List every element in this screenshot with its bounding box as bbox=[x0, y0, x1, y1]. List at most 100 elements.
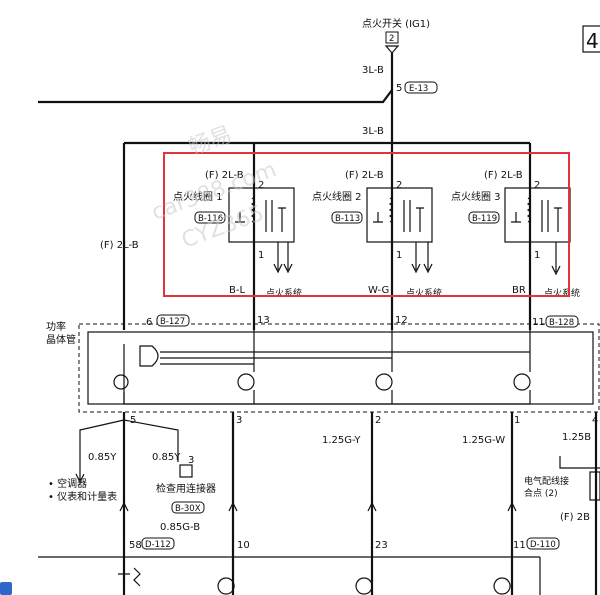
junction-pin: 5 bbox=[396, 83, 402, 94]
wire-b: 0.85Y bbox=[152, 452, 181, 463]
left-feed-pin: 6 bbox=[146, 317, 152, 328]
check-connector-box bbox=[179, 464, 193, 478]
coil3-secondary-icon bbox=[541, 200, 562, 232]
transistor-left-icon bbox=[113, 374, 129, 390]
right-conn-box bbox=[545, 315, 579, 328]
coil1-ground-icon bbox=[235, 212, 245, 223]
coil2-ground-icon bbox=[373, 212, 383, 223]
pin-out-1: 3 bbox=[236, 415, 242, 426]
coil-section-highlight bbox=[163, 152, 570, 297]
conn-d112: D-112 bbox=[145, 540, 171, 550]
left-feed-wire-label: (F) 2L-B bbox=[100, 240, 139, 251]
junction-wire: (F) 2B bbox=[560, 512, 590, 523]
coil1-name: 点火线圈 1 bbox=[173, 190, 223, 203]
corner-badge bbox=[0, 582, 12, 595]
coil1-wire-bottom: B-L bbox=[229, 285, 245, 296]
coil3-body bbox=[504, 187, 571, 243]
watermark-line1: 畅易 bbox=[186, 122, 236, 161]
system-list-1: • 空调器 bbox=[48, 477, 87, 490]
wire-c: 0.85G-B bbox=[160, 522, 200, 533]
left-branch-arrow bbox=[75, 470, 85, 484]
coil3-conn: B-119 bbox=[472, 214, 497, 224]
transistor-2-icon bbox=[375, 373, 393, 391]
junction-bend-wire bbox=[38, 89, 393, 104]
check-label: 检查用连接器 bbox=[156, 482, 216, 495]
left-feed-conn: B-127 bbox=[160, 317, 185, 327]
coil1-wire-top: (F) 2L-B bbox=[205, 170, 244, 181]
coil2-pin-top: 2 bbox=[396, 180, 402, 191]
bottom-transistor-icons bbox=[118, 566, 511, 595]
transistor-ground-bus bbox=[123, 390, 531, 405]
page-number-box bbox=[582, 25, 600, 53]
coil1-conn-box bbox=[194, 211, 226, 224]
coil2-body bbox=[366, 187, 433, 243]
coil3-output-arrows bbox=[551, 242, 561, 276]
transistor-dashed-outline bbox=[78, 323, 600, 413]
junction-label-2: 合点 (2) bbox=[524, 487, 558, 499]
coil1-output-arrows bbox=[273, 242, 293, 274]
main-wire-label: 3L-B bbox=[362, 126, 384, 137]
coil1-winding-icon bbox=[250, 197, 256, 223]
ignition-switch-pin-box bbox=[385, 31, 399, 44]
up-arrow-1 bbox=[228, 501, 238, 540]
transistor-label-1: 功率 bbox=[46, 320, 66, 333]
coil2-winding-icon bbox=[388, 197, 394, 223]
wire-1: 1.25G-Y bbox=[322, 435, 361, 446]
pin-coil3: 11 bbox=[532, 317, 545, 328]
coil3-ground-icon bbox=[511, 212, 521, 223]
conn-d112-box bbox=[141, 537, 175, 550]
ignition-switch-label: 点火开关 (IG1) bbox=[362, 17, 430, 30]
wire-top-label: 3L-B bbox=[362, 65, 384, 76]
junction-conn-box bbox=[404, 81, 438, 94]
left-branch-wires bbox=[79, 419, 179, 470]
system-list-2: • 仪表和计量表 bbox=[48, 490, 117, 503]
pin-coil1: 13 bbox=[257, 315, 270, 326]
coil3-winding-icon bbox=[526, 197, 532, 223]
pin-58: 58 bbox=[129, 540, 142, 551]
coil1-secondary-icon bbox=[265, 200, 286, 232]
coil3-pin-top: 2 bbox=[534, 180, 540, 191]
coil2-wire-top: (F) 2L-B bbox=[345, 170, 384, 181]
coil1-conn: B-116 bbox=[198, 214, 223, 224]
ignition-coil-2: (F) 2L-B 2 点火线圈 2 B-113 1 W-G 点火系统 bbox=[312, 170, 442, 299]
transistor-inner-outline bbox=[87, 331, 594, 405]
ignition-terminal-icon bbox=[384, 45, 400, 54]
wire-a: 0.85Y bbox=[88, 452, 117, 463]
pin-out-left: 5 bbox=[130, 415, 136, 426]
coil3-conn-box bbox=[468, 211, 500, 224]
wire-2: 1.25G-W bbox=[462, 435, 505, 446]
check-conn: B-30X bbox=[175, 504, 201, 514]
logic-gate-icon bbox=[139, 345, 159, 367]
transistor-internal-lines bbox=[123, 330, 531, 404]
coil2-output-arrows bbox=[411, 242, 433, 274]
junction-label-1: 电气配线接 bbox=[524, 475, 569, 487]
coil2-pin-bottom: 1 bbox=[396, 250, 402, 261]
coil3-wire-bottom: BR bbox=[512, 285, 526, 296]
page-number: 4 bbox=[586, 29, 599, 53]
coil2-conn: B-113 bbox=[335, 214, 360, 224]
conn-d110-box bbox=[526, 537, 560, 550]
ignition-coil-1: (F) 2L-B 2 点火线圈 1 B-116 1 B-L 点火系统 bbox=[173, 170, 302, 299]
transistor-3-icon bbox=[513, 373, 531, 391]
ignition-switch-pin: 2 bbox=[389, 34, 394, 44]
pin-out-3: 1 bbox=[514, 415, 520, 426]
check-conn-box bbox=[171, 501, 205, 514]
coil2-conn-box bbox=[331, 211, 363, 224]
junction-bracket bbox=[559, 456, 600, 469]
coil3-pin-bottom: 1 bbox=[534, 250, 540, 261]
junction-conn: E-13 bbox=[409, 84, 428, 94]
up-arrow-2 bbox=[367, 501, 377, 540]
coil1-pin-top: 2 bbox=[258, 180, 264, 191]
up-arrow-3 bbox=[507, 501, 517, 540]
coil3-wire-top: (F) 2L-B bbox=[484, 170, 523, 181]
up-arrow-left bbox=[119, 501, 129, 540]
wire-3: 1.25B bbox=[562, 432, 591, 443]
coil3-name: 点火线圈 3 bbox=[451, 190, 501, 203]
pin-23: 23 bbox=[375, 540, 388, 551]
coil2-system: 点火系统 bbox=[406, 287, 442, 299]
coil2-wire-bottom: W-G bbox=[368, 285, 389, 296]
pin-10: 10 bbox=[237, 540, 250, 551]
pin-out-2: 2 bbox=[375, 415, 381, 426]
transistor-1-icon bbox=[237, 373, 255, 391]
coil1-system: 点火系统 bbox=[266, 287, 302, 299]
